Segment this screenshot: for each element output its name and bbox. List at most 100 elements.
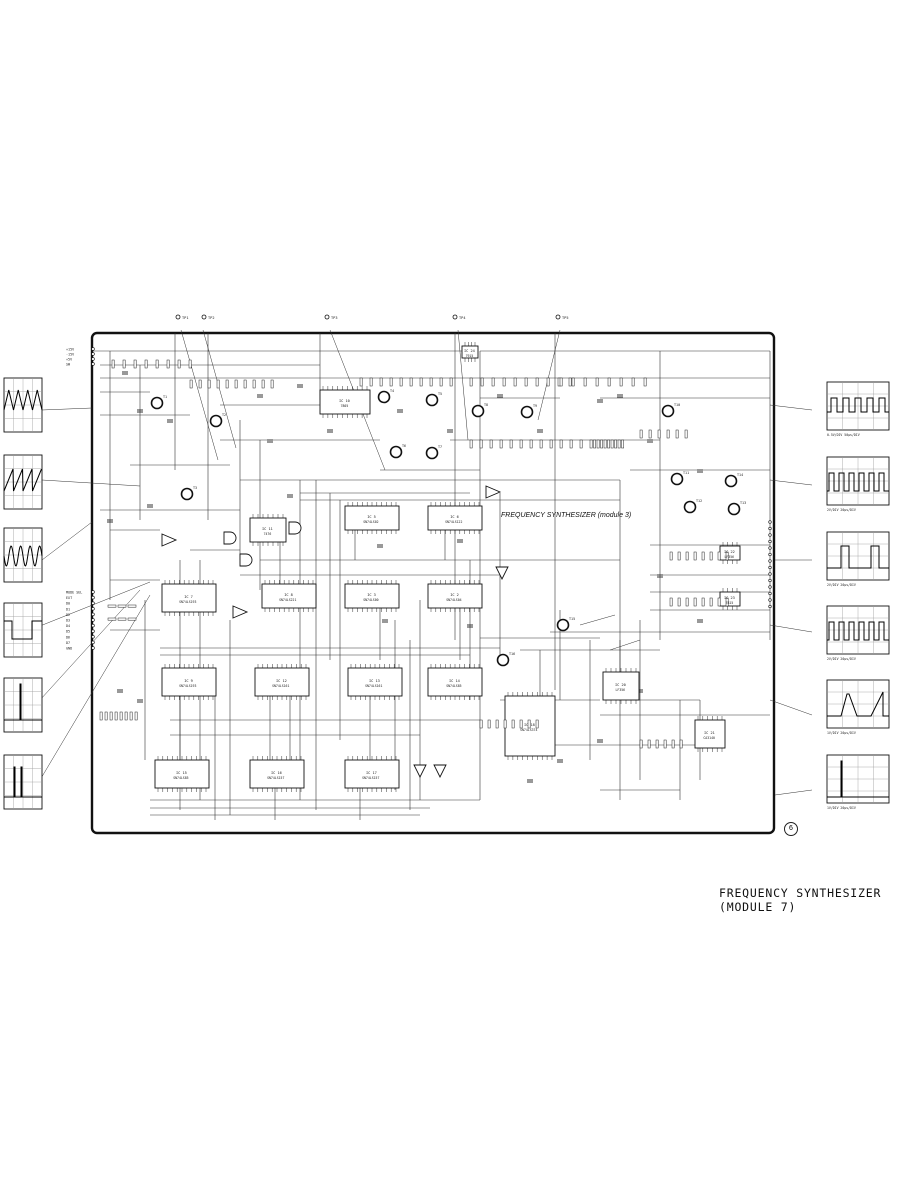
resistor <box>655 739 659 749</box>
resistor <box>480 377 484 387</box>
resistor <box>111 359 115 369</box>
wire <box>180 329 219 461</box>
resistor <box>657 429 661 439</box>
resistor <box>127 617 137 621</box>
resistor <box>559 377 563 387</box>
resistor <box>389 377 393 387</box>
transistor-label: T15 <box>569 617 575 621</box>
resistor <box>109 711 113 721</box>
gate-symbol <box>288 521 302 535</box>
connector-pin <box>768 572 772 576</box>
test-point <box>324 314 330 320</box>
resistor <box>679 739 683 749</box>
connector-pin <box>91 362 95 366</box>
resistor <box>583 377 587 387</box>
resistor <box>549 439 553 449</box>
connector-pin <box>768 520 772 524</box>
wire <box>457 329 469 441</box>
resistor <box>243 379 247 389</box>
resistor <box>619 377 623 387</box>
resistor <box>647 739 651 749</box>
resistor <box>589 439 593 449</box>
transistor-symbol <box>209 414 223 428</box>
waveform-trace <box>827 621 889 641</box>
wire <box>41 521 93 561</box>
transistor-label: T4 <box>390 389 394 393</box>
test-point-label: TP1 <box>182 316 189 320</box>
ic-part-label: SN74LS157 <box>267 776 284 780</box>
connector-pin-label: +15V <box>66 348 74 352</box>
test-point-label: TP2 <box>208 316 215 320</box>
resistor <box>124 711 128 721</box>
connector-pin-label: +5V <box>66 358 72 362</box>
ic-part-label: 7476 <box>264 532 272 536</box>
waveform-scale-label: 0.5V/DIV 50µs/DIV <box>827 433 860 437</box>
ic-id-label: IC 21 <box>704 731 715 735</box>
waveform-trace <box>4 620 42 640</box>
ic-id-label: IC 2 <box>450 593 459 597</box>
transistor-symbol <box>727 502 741 516</box>
resistor <box>571 377 575 387</box>
resistor <box>529 439 533 449</box>
ic-id-label: IC 10 <box>339 399 350 403</box>
test-point-label: TP4 <box>459 316 466 320</box>
connector-pin-label: MODE SEL <box>66 591 82 595</box>
transistor-label: T6 <box>402 444 406 448</box>
transistor-label: T11 <box>683 471 689 475</box>
resistor <box>188 359 192 369</box>
ic-id-label: IC 15 <box>176 771 187 775</box>
wire <box>769 479 813 486</box>
resistor <box>134 711 138 721</box>
connector-pin <box>91 607 95 611</box>
test-point <box>555 314 561 320</box>
waveform-panels <box>3 377 890 810</box>
resistor <box>499 439 503 449</box>
connector-pin <box>91 629 95 633</box>
waveform-trace <box>827 397 889 413</box>
resistor <box>639 739 643 749</box>
connector-pin-label: EXT <box>66 596 72 600</box>
test-point <box>201 314 207 320</box>
gate-symbol <box>239 553 253 567</box>
ic-part-label: CA3140 <box>703 736 715 740</box>
ic-part-label: SN74LS85 <box>446 684 461 688</box>
ic-block <box>602 671 640 701</box>
transistor-symbol <box>471 404 485 418</box>
resistor <box>693 551 697 561</box>
ic-part-label: SN74LS85 <box>173 776 188 780</box>
resistor <box>610 439 614 449</box>
connector-pin <box>768 546 772 550</box>
wire <box>609 639 641 651</box>
resistor <box>487 719 491 729</box>
resistor <box>429 377 433 387</box>
resistor <box>491 377 495 387</box>
ic-id-label: IC 9 <box>184 679 193 683</box>
connector-pin-label: D7 <box>66 641 70 645</box>
connector-pin <box>91 595 95 600</box>
ic-block <box>254 667 310 697</box>
ic-id-label: IC 3 <box>367 593 376 597</box>
ic-block <box>249 759 305 789</box>
board-outline <box>90 331 776 835</box>
ic-part-label: SN74LS02 <box>363 520 378 524</box>
waveform-trace <box>827 545 889 569</box>
module-subtitle: FREQUENCY SYNTHESIZER (module 3) <box>501 512 632 519</box>
connector-pin <box>91 590 95 594</box>
transistor-symbol <box>556 618 570 632</box>
connector-pin <box>768 526 772 531</box>
ic-block <box>344 583 400 609</box>
connector-pin <box>768 539 772 544</box>
ic-part-label: 7805 <box>341 404 349 408</box>
resistor <box>489 439 493 449</box>
resistor <box>119 711 123 721</box>
connector-pin <box>768 552 772 557</box>
resistor <box>596 439 600 449</box>
resistor <box>509 439 513 449</box>
ic-block <box>344 505 400 531</box>
resistor <box>535 377 539 387</box>
resistor <box>133 359 137 369</box>
transistor-label: T2 <box>222 413 226 417</box>
connector-pin <box>91 612 95 617</box>
resistor <box>546 377 550 387</box>
waveform-trace <box>3 545 43 567</box>
